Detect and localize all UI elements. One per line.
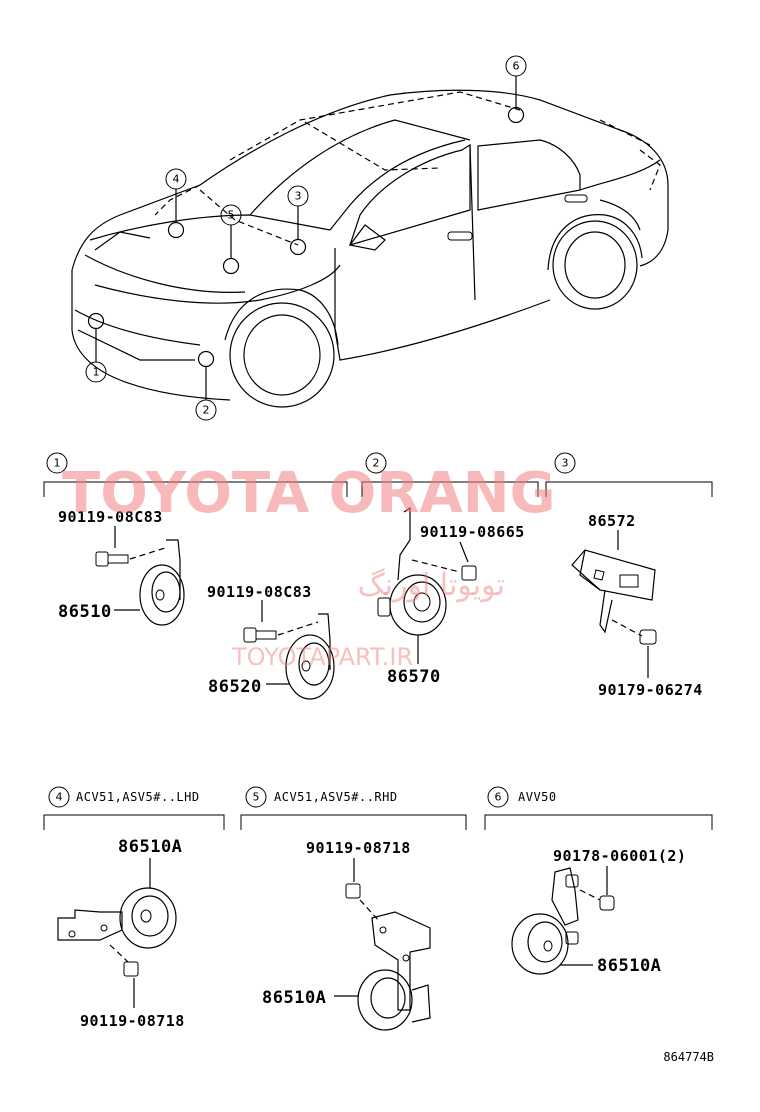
- part-label: 90178-06001(2): [553, 847, 686, 865]
- marker-6: [507, 106, 525, 124]
- drawing-code: 864774B: [663, 1050, 714, 1064]
- watermark-persian: تویوتا اورنگ: [358, 568, 505, 603]
- part-label: 90119-08665: [420, 523, 525, 541]
- car-illustration: [71, 89, 669, 408]
- section-4-title: ACV51,ASV5#..LHD: [76, 790, 200, 804]
- section-6-title: AVV50: [518, 790, 557, 804]
- callout-4: 4: [173, 173, 180, 186]
- part-label: 86510A: [262, 988, 326, 1008]
- section-1-header: 1: [43, 452, 348, 497]
- svg-text:1: 1: [54, 457, 61, 470]
- section-3-header: 3: [545, 452, 713, 497]
- callout-1: 1: [93, 366, 100, 379]
- marker-1: [87, 312, 105, 330]
- location-markers: [87, 76, 525, 400]
- callouts: 6 4 3 5 1 2: [85, 55, 527, 421]
- svg-text:5: 5: [253, 791, 260, 804]
- part-label: 90119-08C83: [58, 508, 163, 526]
- part-label: 86510A: [118, 837, 182, 857]
- marker-4: [167, 221, 185, 239]
- part-label: 90179-06274: [598, 681, 703, 699]
- callout-5: 5: [228, 209, 235, 222]
- part-label: 86510: [58, 602, 112, 622]
- part-label: 86572: [588, 512, 636, 530]
- svg-text:6: 6: [495, 791, 502, 804]
- watermark: TOYOTA ORANG تویوتا اورنگ TOYOTAPART.IR: [62, 461, 556, 671]
- section-4-header: 4 ACV51,ASV5#..LHD: [43, 786, 225, 830]
- marker-3: [289, 238, 307, 256]
- part-label: 90119-08718: [80, 1012, 185, 1030]
- section-2-header: 2: [361, 452, 539, 497]
- callout-6: 6: [513, 60, 520, 73]
- svg-text:2: 2: [373, 457, 380, 470]
- marker-2: [197, 350, 215, 368]
- svg-text:3: 3: [562, 457, 569, 470]
- section-6-header: 6 AVV50: [484, 786, 713, 830]
- section-5-header: 5 ACV51,ASV5#..RHD: [240, 786, 467, 830]
- section-4-parts: 86510A 90119-08718: [57, 837, 185, 1030]
- callout-2: 2: [203, 404, 210, 417]
- watermark-url: TOYOTAPART.IR: [231, 643, 413, 671]
- section-5-title: ACV51,ASV5#..RHD: [274, 790, 398, 804]
- section-1-parts: 90119-08C83 86510 90119-08C83 86520: [58, 508, 335, 700]
- part-label: 90119-08718: [306, 839, 411, 857]
- part-label: 90119-08C83: [207, 583, 312, 601]
- marker-5: [222, 257, 240, 275]
- section-2-parts: 90119-08665 86570: [377, 506, 525, 687]
- section-5-parts: 90119-08718 86510A: [262, 839, 431, 1031]
- part-label: 86570: [387, 667, 441, 687]
- section-6-parts: 90178-06001(2) 86510A: [511, 847, 686, 976]
- section-3-parts: 86572 90179-06274: [571, 512, 703, 699]
- callout-3: 3: [295, 190, 302, 203]
- svg-text:4: 4: [56, 791, 63, 804]
- part-label: 86520: [208, 677, 262, 697]
- watermark-title: TOYOTA ORANG: [62, 461, 556, 526]
- part-label: 86510A: [597, 956, 661, 976]
